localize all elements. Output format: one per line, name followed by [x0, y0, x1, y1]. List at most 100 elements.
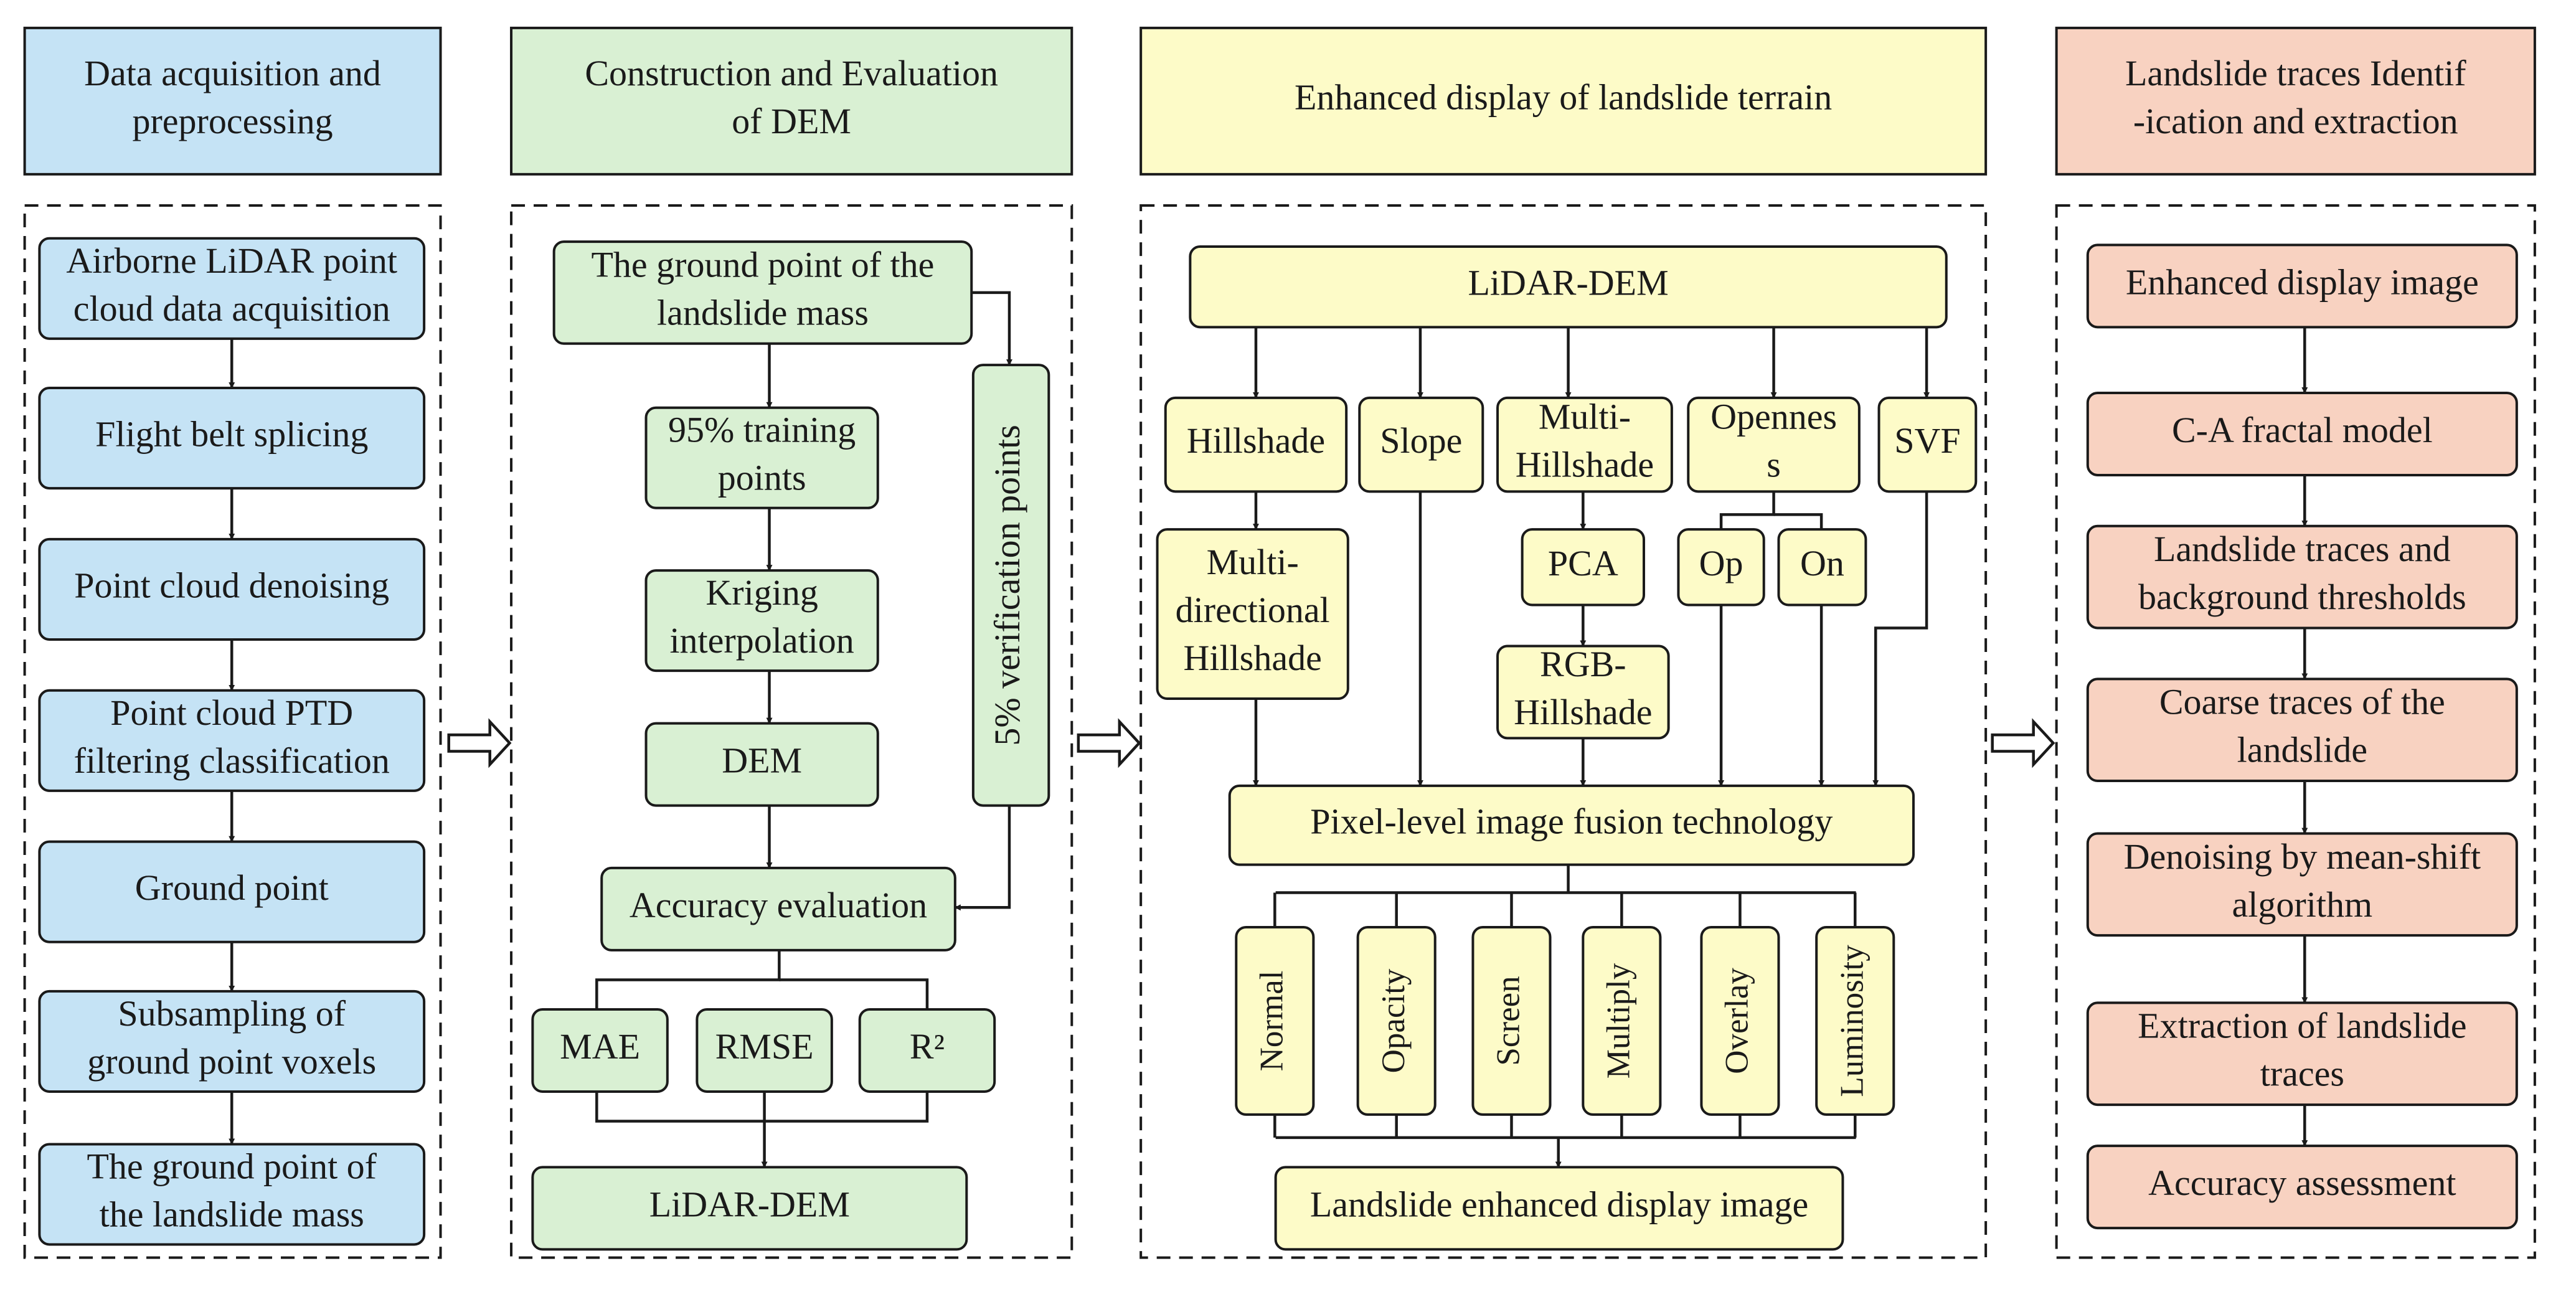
- frame-data-acquisition: [23, 204, 442, 1259]
- node-blend-multiply-shape: [1582, 925, 1662, 1116]
- node-op: Op: [1677, 528, 1765, 607]
- node-blend-overlay-label: Overlay: [1719, 968, 1755, 1074]
- step-acquisition-3: Point cloud denoising: [38, 537, 426, 641]
- arrow-ground-to-verification: [971, 291, 1012, 366]
- frame-trace-extraction: [2055, 204, 2536, 1259]
- node-blend-luminosity: Luminosity: [1815, 925, 1895, 1116]
- step-extraction-5-shape: [2086, 832, 2518, 937]
- node-dem-label: DEM: [722, 740, 802, 781]
- step-acquisition-7-shape: [38, 1143, 426, 1246]
- step-acquisition-5-label: Ground point: [135, 868, 329, 909]
- step-extraction-1: Enhanced display image: [2086, 243, 2518, 329]
- node-r2-label: R²: [910, 1026, 945, 1067]
- node-rgb-hillshade-shape: [1496, 644, 1670, 740]
- header-data-acquisition-shape: [23, 26, 442, 176]
- node-hillshade: Hillshade: [1164, 396, 1348, 493]
- node-lidar-dem-source-label: LiDAR-DEM: [1468, 263, 1668, 303]
- flow-arrow-2: [1077, 718, 1141, 768]
- node-fusion-technology-shape: [1228, 784, 1915, 866]
- node-dem-shape: [644, 722, 879, 807]
- step-acquisition-6-shape: [38, 989, 426, 1093]
- step-acquisition-5: Ground point: [38, 840, 426, 943]
- node-enhanced-display-image-shape: [1274, 1166, 1844, 1251]
- arrow-verification-to-accuracy: [954, 805, 1011, 911]
- node-blend-multiply-label: Multiply: [1601, 963, 1637, 1079]
- node-blend-overlay-shape: [1700, 925, 1780, 1116]
- line-metrics-merge: [595, 1091, 929, 1123]
- node-pca-label: PCA: [1548, 543, 1618, 583]
- frame-enhanced-display: [1139, 204, 1988, 1259]
- node-blend-normal: Normal: [1235, 925, 1315, 1116]
- node-blend-screen-label: Screen: [1491, 976, 1527, 1065]
- step-extraction-6-shape: [2086, 1001, 2518, 1107]
- step-extraction-1-label: Enhanced display image: [2126, 262, 2479, 303]
- step-extraction-1-shape: [2086, 243, 2518, 329]
- node-rgb-hillshade: RGB-Hillshade: [1496, 644, 1670, 740]
- node-svf-shape: [1877, 396, 1978, 493]
- node-verification-points-label: 5% verification points: [987, 425, 1027, 745]
- node-lidar-dem-result-shape: [531, 1166, 968, 1251]
- node-slope-label: Slope: [1380, 420, 1462, 461]
- node-r2-shape: [858, 1008, 996, 1093]
- header-enhanced-display-shape: [1139, 26, 1988, 176]
- node-hillshade-shape: [1164, 396, 1348, 493]
- header-trace-extraction-shape: [2055, 26, 2536, 176]
- node-blend-screen: Screen: [1471, 925, 1552, 1116]
- node-blend-luminosity-shape: [1815, 925, 1895, 1116]
- step-extraction-7: Accuracy assessment: [2086, 1145, 2518, 1230]
- flow-arrow-1: [447, 718, 512, 768]
- node-on-shape: [1777, 528, 1867, 607]
- node-verification-points: 5% verification points: [971, 364, 1050, 807]
- node-multi-hillshade: Multi-Hillshade: [1496, 396, 1673, 493]
- line-accuracy-split-right: [779, 978, 929, 1009]
- step-extraction-7-shape: [2086, 1145, 2518, 1230]
- node-svf-label: SVF: [1894, 420, 1960, 461]
- node-slope: Slope: [1358, 396, 1484, 493]
- node-mae-shape: [531, 1008, 669, 1093]
- step-extraction-3-shape: [2086, 524, 2518, 630]
- line-accuracy-split: [595, 950, 781, 1009]
- node-ground-point-landslide-shape: [552, 240, 973, 345]
- node-lidar-dem-result-label: LiDAR-DEM: [649, 1184, 850, 1225]
- node-rgb-hillshade-label: RGB-Hillshade: [1514, 644, 1652, 732]
- node-fusion-technology-label: Pixel-level image fusion technology: [1310, 801, 1833, 842]
- node-blend-overlay: Overlay: [1700, 925, 1780, 1116]
- node-kriging-shape: [644, 569, 879, 673]
- step-acquisition-5-shape: [38, 840, 426, 943]
- node-r2: R²: [858, 1008, 996, 1093]
- header-enhanced-display-label: Enhanced display of landslide terrain: [1295, 77, 1832, 118]
- node-blend-multiply: Multiply: [1582, 925, 1662, 1116]
- step-acquisition-1-shape: [38, 237, 426, 340]
- node-blend-normal-label: Normal: [1253, 970, 1290, 1071]
- node-verification-points-shape: [971, 364, 1050, 807]
- node-enhanced-display-image-label: Landslide enhanced display image: [1310, 1184, 1808, 1225]
- node-on-label: On: [1800, 543, 1844, 583]
- node-svf: SVF: [1877, 396, 1978, 493]
- node-enhanced-display-image: Landslide enhanced display image: [1274, 1166, 1844, 1251]
- header-enhanced-display: Enhanced display of landslide terrain: [1139, 26, 1988, 176]
- node-on: On: [1777, 528, 1867, 607]
- header-dem-construction-shape: [510, 26, 1073, 176]
- step-acquisition-2-label: Flight belt splicing: [95, 414, 368, 455]
- arrow-svf-to-fusion: [1872, 491, 1928, 786]
